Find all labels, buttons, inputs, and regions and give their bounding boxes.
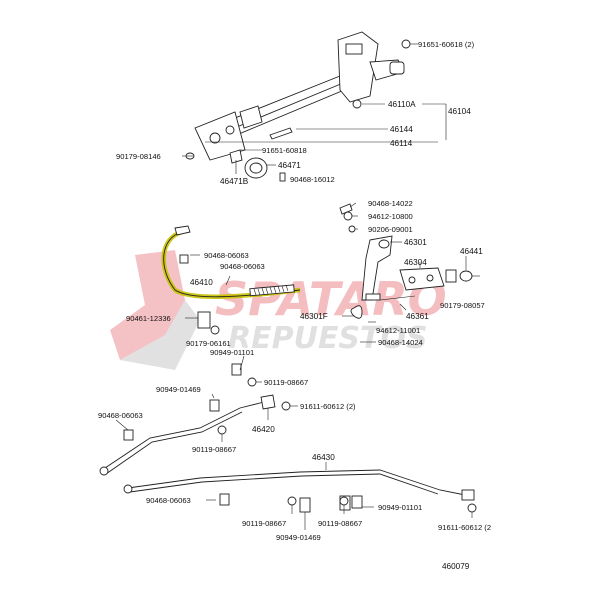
label-94612-11001: 94612-11001 — [376, 326, 420, 335]
label-91611-60612-b: 91611-60612 (2 — [438, 523, 491, 532]
label-90119-08667-d: 90119-08667 — [318, 519, 362, 528]
label-46114: 46114 — [390, 139, 413, 148]
label-94612-10800: 94612-10800 — [368, 212, 413, 221]
label-91651-60818: 91651-60818 — [262, 146, 307, 155]
label-46110A: 46110A — [388, 100, 416, 109]
cable-46420 — [99, 363, 291, 476]
label-46144: 46144 — [390, 125, 413, 134]
label-90119-08667-b: 90119-08667 — [192, 445, 236, 454]
label-90468-06063-c: 90468-06063 — [98, 411, 143, 420]
label-90468-14024: 90468-14024 — [378, 338, 423, 347]
label-90119-08667-c: 90119-08667 — [242, 519, 286, 528]
label-46430: 46430 — [312, 453, 335, 462]
label-90206-09001: 90206-09001 — [368, 225, 413, 234]
label-90119-08667-a: 90119-08667 — [264, 378, 308, 387]
label-46471: 46471 — [278, 161, 301, 170]
label-90179-06161: 90179-06161 — [186, 339, 231, 348]
label-91651-60618: 91651-60618 (2) — [418, 40, 475, 49]
leader-lines-top — [182, 43, 447, 174]
label-90949-01469-b: 90949-01469 — [276, 533, 321, 542]
label-46104: 46104 — [448, 107, 471, 116]
equalizer-assembly — [339, 203, 473, 319]
label-46304: 46304 — [404, 258, 427, 267]
label-91611-60612-a: 91611-60612 (2) — [300, 402, 356, 411]
cable-46430 — [123, 469, 477, 513]
leader-lines-low — [115, 355, 473, 530]
label-90179-08057: 90179-08057 — [440, 301, 485, 310]
label-90949-01101-b: 90949-01101 — [378, 503, 422, 512]
label-90468-06063-a: 90468-06063 — [204, 251, 249, 260]
watermark-logo-shape-grey — [120, 300, 200, 370]
cable-46410 — [161, 225, 301, 335]
label-46420: 46420 — [252, 425, 275, 434]
label-90949-01469-a: 90949-01469 — [156, 385, 201, 394]
label-90468-14022: 90468-14022 — [368, 199, 413, 208]
part-labels: 91651-60618 (2) 46110A 46104 46144 46114… — [98, 40, 491, 571]
diagram-id: 460079 — [442, 562, 470, 571]
label-46361: 46361 — [406, 312, 429, 321]
label-90468-16012: 90468-16012 — [290, 175, 335, 184]
label-46441: 46441 — [460, 247, 483, 256]
label-90949-01101-a: 90949-01101 — [210, 348, 254, 357]
label-46471B: 46471B — [220, 177, 249, 186]
watermark-sub: REPUESTOS — [228, 321, 428, 356]
label-90179-08146: 90179-08146 — [116, 152, 161, 161]
label-46301: 46301 — [404, 238, 427, 247]
label-90468-06063-b: 90468-06063 — [220, 262, 265, 271]
label-90468-06063-d: 90468-06063 — [146, 496, 191, 505]
label-46301F: 46301F — [300, 312, 328, 321]
leader-lines-mid — [185, 202, 480, 343]
label-46410: 46410 — [190, 278, 213, 287]
watermark: SPATARO REPUESTOS — [110, 250, 447, 370]
label-90461-12336: 90461-12336 — [126, 314, 171, 323]
lever-assembly — [185, 31, 411, 182]
